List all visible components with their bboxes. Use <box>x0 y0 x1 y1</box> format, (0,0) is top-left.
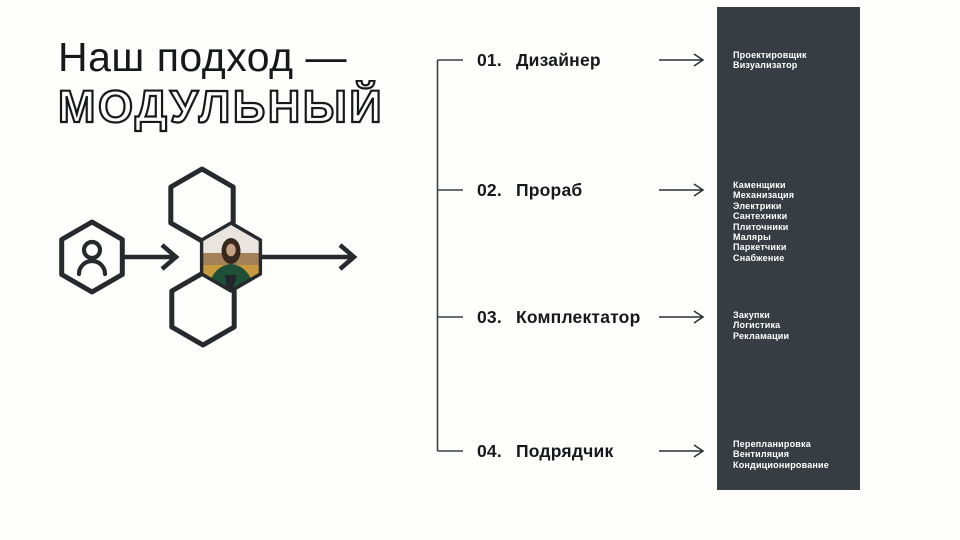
flow-diagram <box>59 166 358 348</box>
item-number: 04. <box>477 440 502 461</box>
list-item-foreman: 02. Прораб <box>477 179 582 201</box>
slide-title: Наш подход — <box>58 34 347 80</box>
items-bracket <box>436 59 463 452</box>
item-arrow-icon <box>659 53 705 67</box>
list-item-designer: 01. Дизайнер <box>477 49 601 71</box>
module-hexagon-cluster <box>168 166 263 348</box>
item-number: 03. <box>477 306 502 327</box>
item-label: Комплектатор <box>516 306 641 327</box>
flow-arrow-right-icon <box>262 243 358 271</box>
hexagon-photo-border <box>199 221 263 293</box>
list-item-procurement: 03. Комплектатор <box>477 306 640 328</box>
slide-title-outlined: МОДУЛЬНЫЙ <box>58 81 384 132</box>
list-item-contractor: 04. Подрядчик <box>477 440 613 462</box>
roles-panel <box>717 7 860 490</box>
item-arrow-icon <box>659 310 705 324</box>
item-arrow-icon <box>659 444 705 458</box>
item-label: Подрядчик <box>516 440 614 461</box>
slide-title-outlined-wrap: МОДУЛЬНЫЙ <box>58 80 384 133</box>
title-block: Наш подход — МОДУЛЬНЫЙ <box>58 34 418 136</box>
item-arrow-icon <box>659 183 705 197</box>
roles-list-designer: Проектировщик Визуализатор <box>733 50 807 71</box>
item-number: 02. <box>477 179 502 200</box>
item-number: 01. <box>477 49 502 70</box>
item-label: Прораб <box>516 179 583 200</box>
flow-arrow-left-icon <box>124 243 180 271</box>
person-hexagon-icon <box>59 219 125 295</box>
roles-list-contractor: Перепланировка Вентиляция Кондиционирова… <box>733 439 829 470</box>
item-label: Дизайнер <box>516 49 601 70</box>
roles-list-foreman: Каменщики Механизация Электрики Сантехни… <box>733 180 795 263</box>
roles-list-procurement: Закупки Логистика Рекламации <box>733 310 790 341</box>
